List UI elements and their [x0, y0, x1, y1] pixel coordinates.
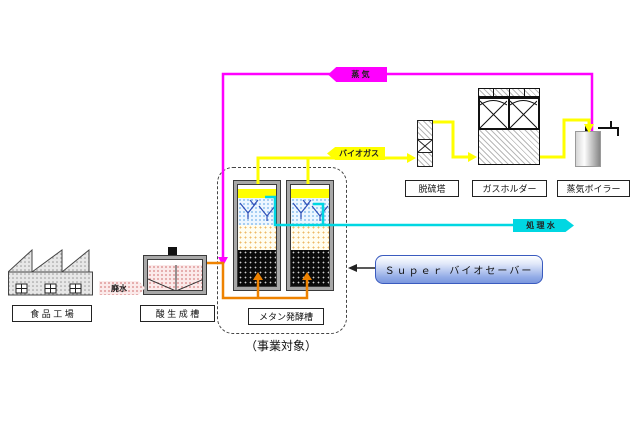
steam-pipe [218, 72, 594, 266]
biogas-label: バイオガス [339, 149, 379, 158]
gas-holder-tank [478, 130, 540, 165]
acid-tank-interior [147, 259, 203, 291]
acid-tank-mixer-motor [168, 247, 177, 256]
treated-water-flow-badge: 処 理 水 [513, 219, 574, 232]
acid-tank-liquid [148, 265, 202, 290]
acid-tank-label: 酸 生 成 槽 [140, 305, 215, 322]
acid-tank-label-text: 酸 生 成 槽 [155, 309, 200, 319]
biogas-arrowhead-boiler [584, 124, 594, 133]
factory-windows [15, 283, 82, 294]
biogas-arrowhead-gasholder [468, 152, 477, 162]
callout-arrowhead [348, 264, 357, 272]
tank2-sludge-layer [291, 250, 329, 286]
desulfurizer-label: 脱硫塔 [405, 180, 459, 197]
steam-boiler-label-text: 蒸気ボイラー [566, 184, 621, 194]
factory-label: 食 品 工 場 [12, 305, 92, 322]
boiler-valve-stem [610, 121, 612, 128]
steam-boiler-label: 蒸気ボイラー [557, 180, 630, 197]
steam-flow-badge: 蒸 気 [328, 67, 387, 82]
biogas-arrowhead-desulfurizer [407, 153, 416, 163]
treated-water-label: 処 理 水 [526, 221, 555, 230]
wastewater-flow-badge: 廃水 [99, 281, 145, 295]
desulfurizer-top-bed [418, 121, 432, 140]
gas-holder-top-strip [478, 88, 540, 97]
desulfurizer-label-text: 脱硫塔 [418, 184, 446, 194]
desulfurizer-mid-section [418, 140, 432, 153]
business-scope-note: （事業対象） [245, 339, 318, 353]
gas-holder-label-text: ガスホルダー [482, 184, 537, 194]
steam-arrowhead [218, 257, 228, 266]
tank1-media-icon [239, 199, 276, 221]
feed-arrowhead-tank1 [253, 272, 263, 280]
biogas-flow-badge: バイオガス [327, 147, 385, 160]
tank2-gas-layer [291, 189, 329, 198]
boiler-top-pipe [598, 127, 619, 129]
feed-pipe [207, 261, 309, 300]
biogas-pipe [256, 118, 591, 184]
acid-tank-headspace [148, 260, 202, 265]
treated-water-pipe [265, 195, 516, 227]
business-scope-dashed-outline [217, 167, 347, 334]
gas-holder-truss [478, 97, 540, 130]
super-biosaver-callout: Ｓｕｐｅｒ バイオセーバー [375, 255, 543, 284]
tank1-liquid-layer [238, 225, 276, 250]
feed-arrowhead-tank2 [302, 272, 312, 280]
gas-holder [478, 88, 540, 165]
wastewater-label: 廃水 [111, 283, 127, 293]
factory-label-text: 食 品 工 場 [30, 309, 74, 319]
callout-pointer [348, 264, 375, 272]
factory-icon [8, 248, 93, 296]
methane-tank-label-text: メタン発酵槽 [258, 312, 313, 322]
gas-holder-label: ガスホルダー [472, 180, 547, 197]
desulfurizer-bottom-bed [418, 153, 432, 166]
tank2-liquid-layer [291, 225, 329, 250]
tank1-headspace [238, 185, 276, 189]
tank1-gas-layer [238, 189, 276, 198]
tank1-clarifier-layer [238, 198, 276, 225]
desulfurizer-tower [417, 120, 433, 167]
methane-tank-label: メタン発酵槽 [248, 308, 324, 325]
tank2-headspace [291, 185, 329, 189]
acid-production-tank [143, 255, 207, 295]
super-biosaver-label: Ｓｕｐｅｒ バイオセーバー [384, 266, 534, 277]
steam-boiler-vessel [575, 131, 601, 167]
boiler-pipe-drop [617, 127, 619, 136]
steam-label: 蒸 気 [351, 70, 370, 79]
acid-tank-internals [148, 265, 202, 290]
